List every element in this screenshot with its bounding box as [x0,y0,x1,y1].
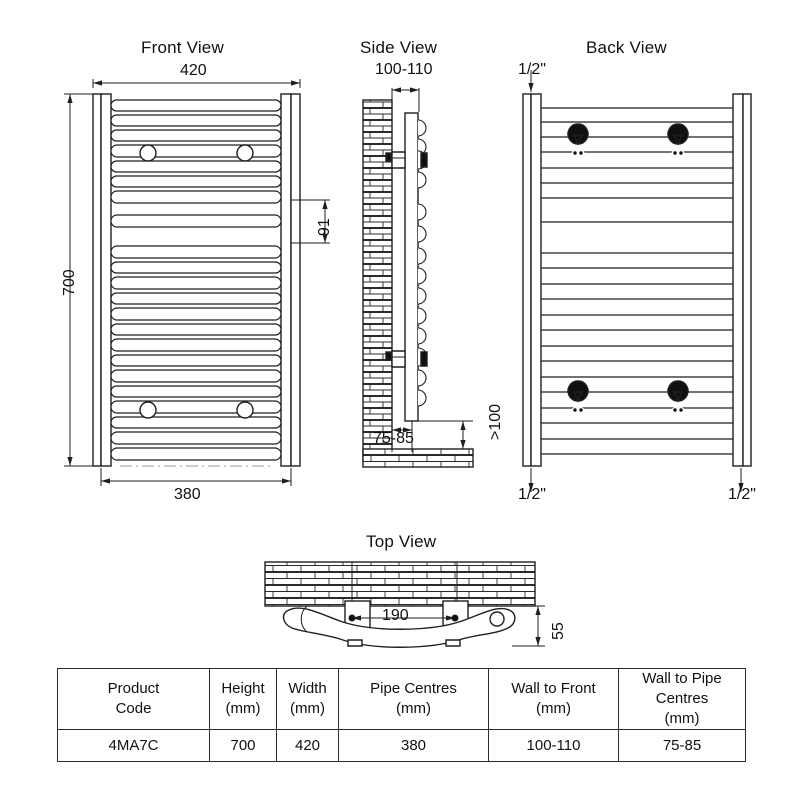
back-bracket-top-left [567,123,589,157]
front-width-dimension [92,79,301,88]
back-bracket-bottom-right [667,380,689,414]
spec-header-height-line2: (mm) [225,700,261,717]
spec-header-width-line1: Width [288,680,327,697]
top-view-graphic [264,561,545,648]
back-thread-top-left-label: 1/2" [518,61,546,78]
cell-pipe-centres: 380 [338,729,489,762]
side-wall-to-front-label: 100-110 [375,61,433,78]
side-view-graphic [362,87,474,468]
spec-header-wall-to-front-line2: (mm) [536,700,571,717]
spec-header-product-code-line2: Code [115,700,152,717]
back-thread-bottom-right-label: 1/2" [728,486,756,503]
cell-width: 420 [276,729,339,762]
spec-table-header-row: Product Code Height (mm) Width (mm) Pipe… [57,668,746,730]
spec-header-wall-to-front-line1: Wall to Front [511,680,596,697]
spec-header-pipe-centres-line2: (mm) [396,700,431,717]
spec-header-width-line2: (mm) [290,700,325,717]
cell-wall-to-front: 100-110 [488,729,619,762]
back-view-title: Back View [586,38,667,57]
front-view-title: Front View [141,38,224,57]
spec-header-width: Width (mm) [276,668,339,730]
top-190-label: 190 [382,607,409,624]
front-bracket-bottom-left [139,401,157,419]
side-floor [362,448,474,468]
top-55-dimension [512,605,545,647]
front-bracket-bottom-right [236,401,254,419]
side-floor-clearance-dimension [412,420,473,449]
front-91-label: 91 [316,218,333,236]
side-floor-clearance-label: >100 [487,403,504,440]
spec-header-height: Height (mm) [209,668,277,730]
side-wall-to-front-dimension [391,87,420,112]
back-rungs [541,107,733,455]
front-view-graphic [64,79,330,486]
side-wall-to-pipe-dimension [391,421,413,452]
front-bracket-top-right [236,144,254,162]
front-rungs [110,99,282,461]
side-bracket-upper [385,151,428,169]
front-bracket-top-left [139,144,157,162]
spec-header-product-code: Product Code [57,668,210,730]
top-190-dimension [348,614,459,622]
top-wall [264,561,536,607]
front-380-dimension [100,468,292,486]
spec-header-wall-to-pipe-centres: Wall to Pipe Centres (mm) [618,668,746,730]
table-row: 4MA7C 700 420 380 100-110 75-85 [57,729,746,762]
cell-height: 700 [209,729,277,762]
back-thread-bottom-left-label: 1/2" [518,486,546,503]
spec-header-wall-to-pipe-centres-line2: (mm) [664,710,700,727]
side-wall-to-pipe-label: 75-85 [373,430,414,447]
side-rail-body [404,112,419,422]
front-right-post [280,93,301,467]
back-view-graphic [522,70,752,492]
front-width-label: 420 [180,62,207,79]
top-55-label: 55 [550,622,567,640]
spec-header-wall-to-pipe-centres-line1: Wall to Pipe Centres [642,670,722,707]
front-left-post [92,93,112,467]
side-rung-ends [417,119,428,407]
back-left-post [522,93,542,467]
back-bracket-top-right [667,123,689,157]
top-curved-rail [282,605,516,648]
top-foot-left [347,639,363,647]
side-view-title: Side View [360,38,438,57]
top-view-title: Top View [366,532,437,551]
front-height-label: 700 [61,269,78,296]
front-height-dimension [64,93,96,467]
side-bracket-lower [385,350,428,368]
front-91-dimension [291,199,330,244]
top-foot-right [445,639,461,647]
spec-header-product-code-line1: Product [107,680,160,697]
back-right-post [732,93,752,467]
spec-header-wall-to-front: Wall to Front (mm) [488,668,619,730]
spec-header-pipe-centres-line1: Pipe Centres [370,680,457,697]
front-380-label: 380 [174,486,201,503]
spec-header-pipe-centres: Pipe Centres (mm) [338,668,489,730]
cell-product-code: 4MA7C [57,729,210,762]
spec-table-wrapper: Product Code Height (mm) Width (mm) Pipe… [57,668,746,762]
back-bracket-bottom-left [567,380,589,414]
cell-wall-to-pipe-centres: 75-85 [618,729,746,762]
spec-table: Product Code Height (mm) Width (mm) Pipe… [57,668,746,762]
spec-header-height-line1: Height [221,680,265,697]
